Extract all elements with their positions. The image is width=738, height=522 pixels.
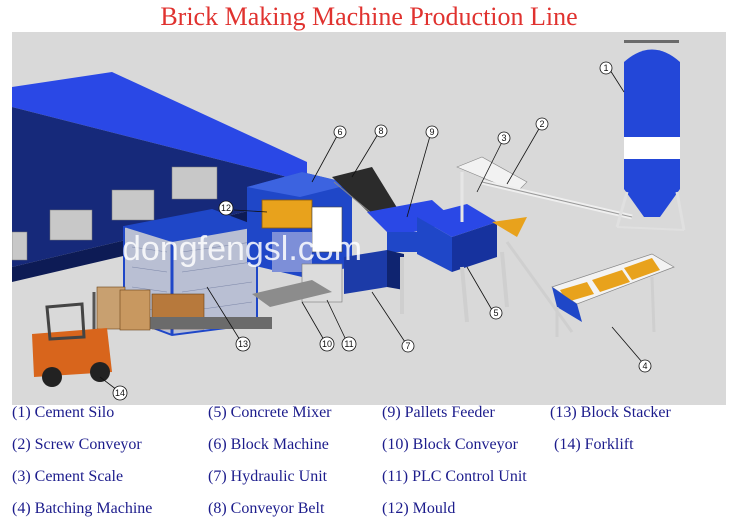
callout-6: 6 [311,125,347,183]
legend-item-mould: (12) Mould [382,500,456,517]
callout-7: 7 [371,291,415,353]
concrete-mixer [400,204,527,323]
legend-item-block-stacker: (13) Block Stacker [550,404,671,421]
callout-label-2: 2 [539,119,544,129]
callout-label-13: 13 [238,339,248,349]
hydraulic-unit [344,250,404,294]
callout-4: 4 [611,326,652,373]
diagram-title: Brick Making Machine Production Line [160,2,578,31]
callout-10: 10 [301,301,335,352]
callout-13: 13 [206,286,251,352]
callout-1: 1 [599,61,625,93]
legend-item-hydraulic-unit: (7) Hydraulic Unit [208,468,328,485]
callout-2: 2 [506,117,549,185]
callout-label-11: 11 [344,339,353,349]
watermark-text: dongfengsl.com [122,230,362,268]
callout-label-10: 10 [322,339,332,349]
legend-item-batching-machine: (4) Batching Machine [12,500,153,517]
legend-item-block-machine: (6) Block Machine [208,436,329,453]
production-line-illustration: dongfengsl.com 1 2 3 4 5 [12,32,726,405]
callouts: 1 2 3 4 5 6 7 [99,61,652,401]
callout-3: 3 [476,131,511,193]
callout-8: 8 [351,124,388,178]
callout-5: 5 [466,266,503,320]
screw-conveyor [481,179,633,220]
forklift [32,286,151,387]
callout-label-7: 7 [405,341,410,351]
legend-item-screw-conveyor: (2) Screw Conveyor [12,436,142,453]
batching-machine [505,241,675,337]
callout-14: 14 [99,376,128,401]
callout-9: 9 [406,125,439,218]
legend-item-forklift: (14) Forklift [554,436,634,453]
cement-silo [615,40,686,231]
block-conveyor [252,280,332,307]
legend: (1) Cement Silo (2) Screw Conveyor (3) C… [12,403,732,521]
callout-label-6: 6 [337,127,342,137]
legend-item-pallets-feeder: (9) Pallets Feeder [382,404,495,421]
callout-label-1: 1 [603,63,608,73]
callout-label-9: 9 [429,127,434,137]
legend-item-block-conveyor: (10) Block Conveyor [382,436,518,453]
legend-item-cement-silo: (1) Cement Silo [12,404,115,421]
callout-label-14: 14 [115,388,125,398]
callout-label-5: 5 [493,308,498,318]
legend-item-conveyor-belt: (8) Conveyor Belt [208,500,325,517]
callout-label-8: 8 [378,126,383,136]
callout-12: 12 [218,200,268,216]
callout-label-3: 3 [501,133,506,143]
block-stacker [123,208,272,337]
callout-label-12: 12 [221,203,231,213]
callout-11: 11 [326,299,357,352]
legend-item-plc-control-unit: (11) PLC Control Unit [382,468,527,485]
callout-label-4: 4 [642,361,647,371]
legend-item-concrete-mixer: (5) Concrete Mixer [208,404,332,421]
block-machine [247,172,352,277]
legend-item-cement-scale: (3) Cement Scale [12,468,124,485]
